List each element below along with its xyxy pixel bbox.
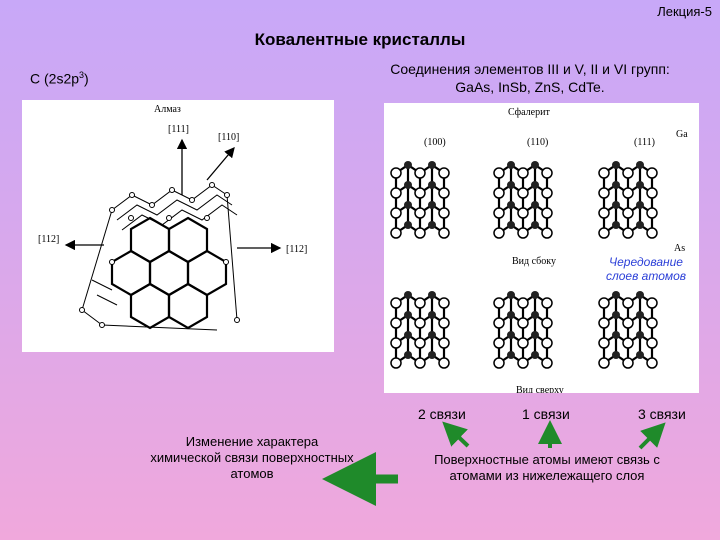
side-view-label: Вид сбоку (512, 256, 556, 267)
ga-label: Ga (676, 129, 688, 140)
surface-atoms-line1: Поверхностные атомы имеют связь с (434, 452, 660, 467)
sphalerite-caption: Сфалерит (508, 107, 550, 118)
one-bond-label: 1 связи (522, 406, 570, 422)
note-line1: Чередование (609, 255, 683, 269)
compounds-line2: GaAs, InSb, ZnS, CdTe. (455, 79, 605, 95)
slide-title: Ковалентные кристаллы (254, 30, 466, 49)
direction-111-label: [111] (168, 124, 189, 135)
diamond-structure-drawing: Алмаз [111] [110] [112] [112] (38, 104, 307, 331)
direction-112-left-label: [112] (38, 234, 59, 245)
surface-atoms-text: Поверхностные атомы имеют связь с атомам… (392, 452, 702, 484)
surface-atoms-line2: атомами из нижележащего слоя (449, 468, 645, 483)
surface-bond-change-text: Изменение характера химической связи пов… (112, 434, 392, 482)
three-bonds-label: 3 связи (638, 406, 686, 422)
arrow-two-bonds (442, 421, 470, 448)
surface-change-line2: химической связи поверхностных (150, 450, 354, 465)
compounds-heading: Соединения элементов III и V, II и VI гр… (360, 60, 700, 96)
sphalerite-figure: Сфалерит (100) (110) (111) Ga As Вид сбо… (384, 103, 699, 396)
diamond-figure: Алмаз [111] [110] [112] [112] (22, 100, 334, 352)
face-111-label: (111) (634, 137, 655, 148)
arrow-three-bonds (638, 422, 666, 450)
lecture-number: Лекция-5 (657, 4, 712, 19)
diamond-caption: Алмаз (154, 104, 181, 115)
direction-112-right-label: [112] (286, 244, 307, 255)
surface-change-line1: Изменение характера (185, 434, 319, 449)
sphalerite-structure-drawing: Сфалерит (100) (110) (111) Ga As Вид сбо… (384, 107, 688, 396)
top-view-label: Вид сверху (516, 385, 564, 393)
face-100-label: (100) (424, 137, 446, 148)
face-110-label: (110) (527, 137, 548, 148)
note-line2: слоев атомов (605, 269, 687, 283)
two-bonds-label: 2 связи (418, 406, 466, 422)
layer-alternation-note: Чередование слоев атомов (590, 255, 702, 283)
compounds-line1: Соединения элементов III и V, II и VI гр… (390, 61, 670, 77)
surface-change-line3: атомов (230, 466, 274, 481)
direction-110-label: [110] (218, 132, 239, 143)
as-label: As (674, 243, 685, 254)
carbon-configuration: C (2s2p3) (30, 70, 89, 87)
